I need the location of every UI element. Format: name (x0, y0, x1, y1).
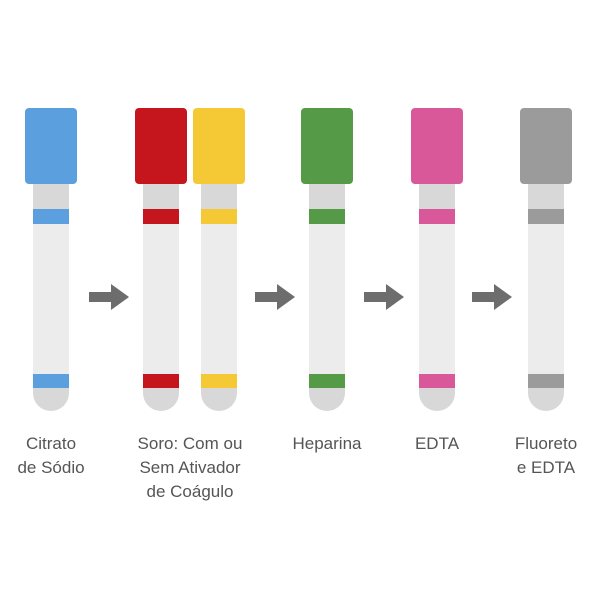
label-soro: Soro: Com ou Sem Ativador de Coágulo (120, 432, 260, 504)
tube-band-bottom (309, 374, 345, 389)
tube-band-top (528, 209, 564, 224)
tube-soro-vermelho (135, 108, 187, 411)
tube-body (528, 216, 564, 389)
tube-cap (411, 108, 463, 184)
tube-band-top (33, 209, 69, 224)
label-line: Sem Ativador (139, 458, 241, 477)
tube-cap (193, 108, 245, 184)
arrow-right-icon (255, 284, 295, 310)
tube-cap (135, 108, 187, 184)
label-line: Fluoreto (514, 434, 578, 453)
label-heparina: Heparina (257, 432, 397, 456)
arrow-right-icon (472, 284, 512, 310)
label-line: EDTA (414, 434, 460, 453)
tube-band-top (143, 209, 179, 224)
tube-bottom (309, 388, 345, 411)
tube-cap (301, 108, 353, 184)
tube-cap (25, 108, 77, 184)
label-citrato: Citrato de Sódio (0, 432, 121, 480)
tube-edta (411, 108, 463, 411)
label-line: Heparina (292, 434, 362, 453)
label-edta: EDTA (367, 432, 507, 456)
tube-bottom (528, 388, 564, 411)
label-line: Citrato (25, 434, 77, 453)
tube-bottom (419, 388, 455, 411)
tube-band-top (309, 209, 345, 224)
tube-heparina (301, 108, 353, 411)
label-line: e EDTA (516, 458, 576, 477)
label-line: de Sódio (17, 458, 85, 477)
tube-cap (520, 108, 572, 184)
tube-band-bottom (33, 374, 69, 389)
tube-band-bottom (201, 374, 237, 389)
tube-band-bottom (143, 374, 179, 389)
tube-band-top (201, 209, 237, 224)
tube-body (419, 216, 455, 389)
tube-body (309, 216, 345, 389)
arrow-right-icon (364, 284, 404, 310)
arrow-right-icon (89, 284, 129, 310)
tube-bottom (33, 388, 69, 411)
tube-band-bottom (528, 374, 564, 389)
tube-band-bottom (419, 374, 455, 389)
tube-fluoreto (520, 108, 572, 411)
label-line: Soro: Com ou (137, 434, 243, 453)
tube-soro-amarelo (193, 108, 245, 411)
tube-bottom (201, 388, 237, 411)
label-fluoreto: Fluoreto e EDTA (476, 432, 600, 480)
tube-band-top (419, 209, 455, 224)
tube-body (201, 216, 237, 389)
tube-body (33, 216, 69, 389)
tube-body (143, 216, 179, 389)
tube-citrato (25, 108, 77, 411)
tube-bottom (143, 388, 179, 411)
label-line: de Coágulo (146, 482, 234, 501)
